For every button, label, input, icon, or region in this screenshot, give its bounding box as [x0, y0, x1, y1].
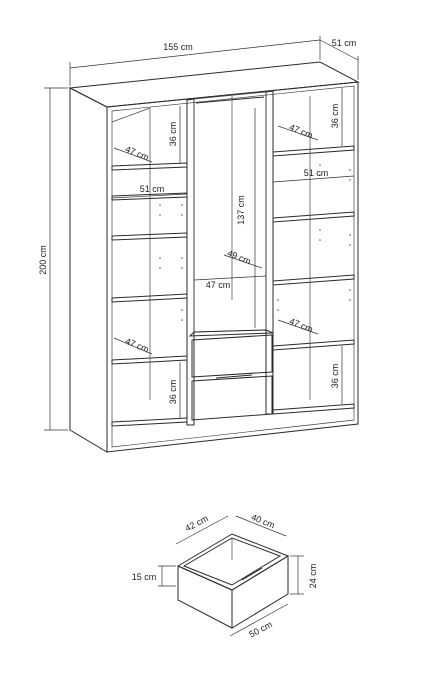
overall-depth-label: 51 cm — [332, 38, 357, 48]
drawer-depth-line — [235, 515, 287, 537]
left-top-shelf-height-label: 36 cm — [168, 122, 178, 147]
wardrobe-dimension-lines — [44, 36, 359, 431]
left-shelf-width-label: 51 cm — [140, 184, 165, 194]
right-bottom-shelf-height-label: 36 cm — [330, 364, 340, 389]
center-depth-label: 49 cm — [226, 248, 252, 266]
drawer-front-width-line — [229, 603, 289, 637]
left-bottom-shelf-height-label: 36 cm — [168, 380, 178, 405]
drawer-front-face — [177, 565, 233, 629]
overall-height-label: 200 cm — [38, 245, 48, 275]
drawer-handle-slot — [241, 567, 263, 581]
drawer-drawing: 42 cm 40 cm 15 cm 24 cm 50 cm — [132, 512, 318, 640]
left-shelf-depth-label: 47 cm — [124, 144, 150, 162]
wardrobe-left-side — [69, 87, 108, 453]
left-divider — [186, 98, 195, 426]
drawer-inner-height-label: 15 cm — [132, 572, 157, 582]
left-shelves — [111, 107, 188, 427]
right-shelf-width-label: 51 cm — [304, 168, 329, 178]
center-shelf — [188, 329, 274, 337]
center-width-label: 47 cm — [206, 280, 231, 290]
drawer-handle — [215, 374, 253, 379]
wardrobe-drawing: 155 cm 51 cm 200 cm 36 cm 47 cm 51 cm 36… — [38, 36, 360, 453]
right-top-shelf-depth-label: 47 cm — [288, 122, 314, 140]
lower-drawer-front — [191, 375, 273, 421]
drawer-back-width-line — [175, 515, 229, 545]
right-bottom-shelf-depth-label: 47 cm — [288, 316, 314, 334]
drawer-depth-label: 40 cm — [250, 512, 276, 530]
overall-width-label: 155 cm — [163, 42, 193, 52]
right-shelves — [272, 96, 355, 415]
drawer-right-face — [231, 555, 289, 629]
right-top-shelf-height-label: 36 cm — [330, 104, 340, 129]
drawer-back-width-label: 42 cm — [183, 513, 209, 533]
drawer-inner-rim — [182, 537, 282, 586]
shelf-pin-holes — [159, 164, 351, 321]
wardrobe-front-frame — [106, 81, 359, 453]
upper-drawer-front — [191, 334, 273, 378]
rail-height-label: 137 cm — [236, 195, 246, 225]
drawer-front-width-label: 50 cm — [247, 619, 273, 639]
drawer-top-outline — [176, 533, 290, 591]
hanging-rail — [195, 96, 265, 104]
drawer-outer-height-label: 24 cm — [308, 564, 318, 589]
left-bottom-shelf-depth-label: 47 cm — [124, 336, 150, 354]
